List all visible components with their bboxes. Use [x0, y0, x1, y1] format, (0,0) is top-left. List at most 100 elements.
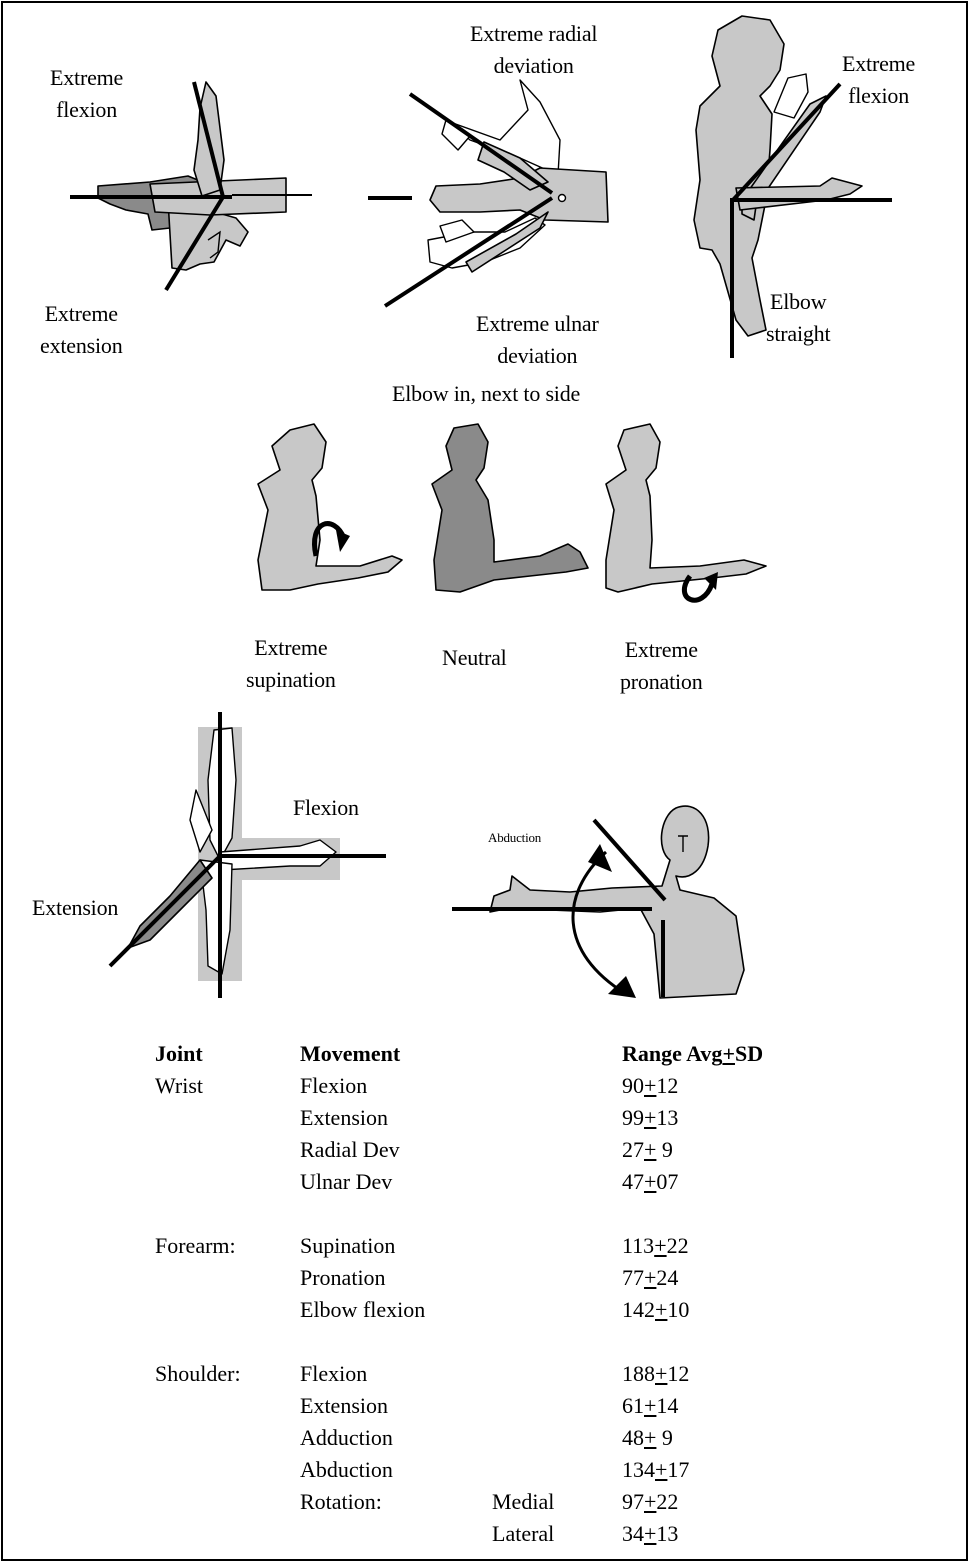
sub-movement-cell — [492, 1454, 622, 1486]
range-sd: 22 — [656, 1489, 678, 1514]
range-plus-minus: + — [644, 1393, 656, 1418]
sub-movement-cell — [492, 1230, 622, 1262]
range-sd: 14 — [656, 1393, 678, 1418]
range-plus-minus: + — [644, 1073, 656, 1098]
range-sd: 12 — [656, 1073, 678, 1098]
joint-cell: Shoulder: — [155, 1358, 300, 1390]
range-plus-minus: + — [655, 1457, 667, 1482]
table-row: Extension 61+14 — [155, 1390, 822, 1422]
range-avg: 97 — [622, 1489, 644, 1514]
range-cell: 142+10 — [622, 1294, 822, 1326]
range-sd: 9 — [656, 1425, 673, 1450]
joint-cell: Forearm: — [155, 1230, 300, 1262]
label-shoulder-flexion: Flexion — [293, 792, 359, 824]
header-range: Range Avg+SD — [622, 1038, 822, 1070]
range-sd: 12 — [667, 1361, 689, 1386]
range-cell: 34+13 — [622, 1518, 822, 1550]
joint-cell — [155, 1134, 300, 1166]
header-blank — [492, 1038, 622, 1070]
range-sd: 13 — [656, 1521, 678, 1546]
sub-movement-cell — [492, 1262, 622, 1294]
range-sd: 22 — [667, 1233, 689, 1258]
range-avg: 61 — [622, 1393, 644, 1418]
range-avg: 188 — [622, 1361, 655, 1386]
range-cell: 113+22 — [622, 1230, 822, 1262]
range-avg: 47 — [622, 1169, 644, 1194]
range-plus-minus: + — [655, 1297, 667, 1322]
joint-cell — [155, 1102, 300, 1134]
table-group-spacer — [155, 1198, 822, 1230]
joint-cell — [155, 1422, 300, 1454]
table-row: Abduction134+17 — [155, 1454, 822, 1486]
range-sd: 07 — [656, 1169, 678, 1194]
table-row: Radial Dev 27+ 9 — [155, 1134, 822, 1166]
range-plus-minus: + — [644, 1521, 656, 1546]
range-plus-minus: + — [655, 1361, 667, 1386]
label-elbow-in-next-to-side: Elbow in, next to side — [392, 378, 580, 410]
range-plus-minus: + — [644, 1425, 656, 1450]
sub-movement-cell — [492, 1390, 622, 1422]
range-cell: 48+ 9 — [622, 1422, 822, 1454]
movement-cell: Flexion — [300, 1358, 492, 1390]
range-sd: 10 — [667, 1297, 689, 1322]
joint-cell — [155, 1166, 300, 1198]
pronation-illustration — [606, 424, 766, 600]
wrist-deviation-illustration — [368, 80, 608, 306]
range-sd: 9 — [656, 1137, 673, 1162]
joint-cell — [155, 1390, 300, 1422]
table-group-spacer — [155, 1326, 822, 1358]
range-plus-minus: + — [644, 1265, 656, 1290]
movement-cell: Extension — [300, 1102, 492, 1134]
range-avg: 142 — [622, 1297, 655, 1322]
range-plus-minus: + — [644, 1105, 656, 1130]
table-row: Extension 99+13 — [155, 1102, 822, 1134]
label-shoulder-extension: Extension — [32, 892, 118, 924]
movement-cell: Adduction — [300, 1422, 492, 1454]
joint-cell — [155, 1518, 300, 1550]
range-cell: 77+24 — [622, 1262, 822, 1294]
sub-movement-cell — [492, 1294, 622, 1326]
label-neutral: Neutral — [442, 642, 507, 674]
range-sd: 24 — [656, 1265, 678, 1290]
range-avg: 113 — [622, 1233, 654, 1258]
range-plus-minus: + — [654, 1233, 666, 1258]
label-shoulder-abduction: Abduction — [488, 830, 541, 846]
movement-cell: Radial Dev — [300, 1134, 492, 1166]
table-header-row: Joint Movement Range Avg+SD — [155, 1038, 822, 1070]
sub-movement-cell — [492, 1422, 622, 1454]
range-plus-minus: + — [644, 1137, 656, 1162]
movement-cell: Rotation: — [300, 1486, 492, 1518]
range-cell: 27+ 9 — [622, 1134, 822, 1166]
table-row: Adduction 48+ 9 — [155, 1422, 822, 1454]
range-plus-minus: + — [644, 1489, 656, 1514]
movement-cell: Extension — [300, 1390, 492, 1422]
sub-movement-cell — [492, 1358, 622, 1390]
sub-movement-cell — [492, 1134, 622, 1166]
range-plus-minus: + — [644, 1169, 656, 1194]
range-cell: 97+22 — [622, 1486, 822, 1518]
range-cell: 188+12 — [622, 1358, 822, 1390]
range-cell: 99+13 — [622, 1102, 822, 1134]
joint-cell — [155, 1262, 300, 1294]
joint-cell — [155, 1294, 300, 1326]
neutral-illustration — [432, 424, 588, 592]
range-cell: 61+14 — [622, 1390, 822, 1422]
range-avg: 27 — [622, 1137, 644, 1162]
range-cell: 90+12 — [622, 1070, 822, 1102]
movement-cell: Abduction — [300, 1454, 492, 1486]
sub-movement-cell — [492, 1070, 622, 1102]
sub-movement-cell: Medial — [492, 1486, 622, 1518]
supination-illustration — [258, 424, 402, 590]
